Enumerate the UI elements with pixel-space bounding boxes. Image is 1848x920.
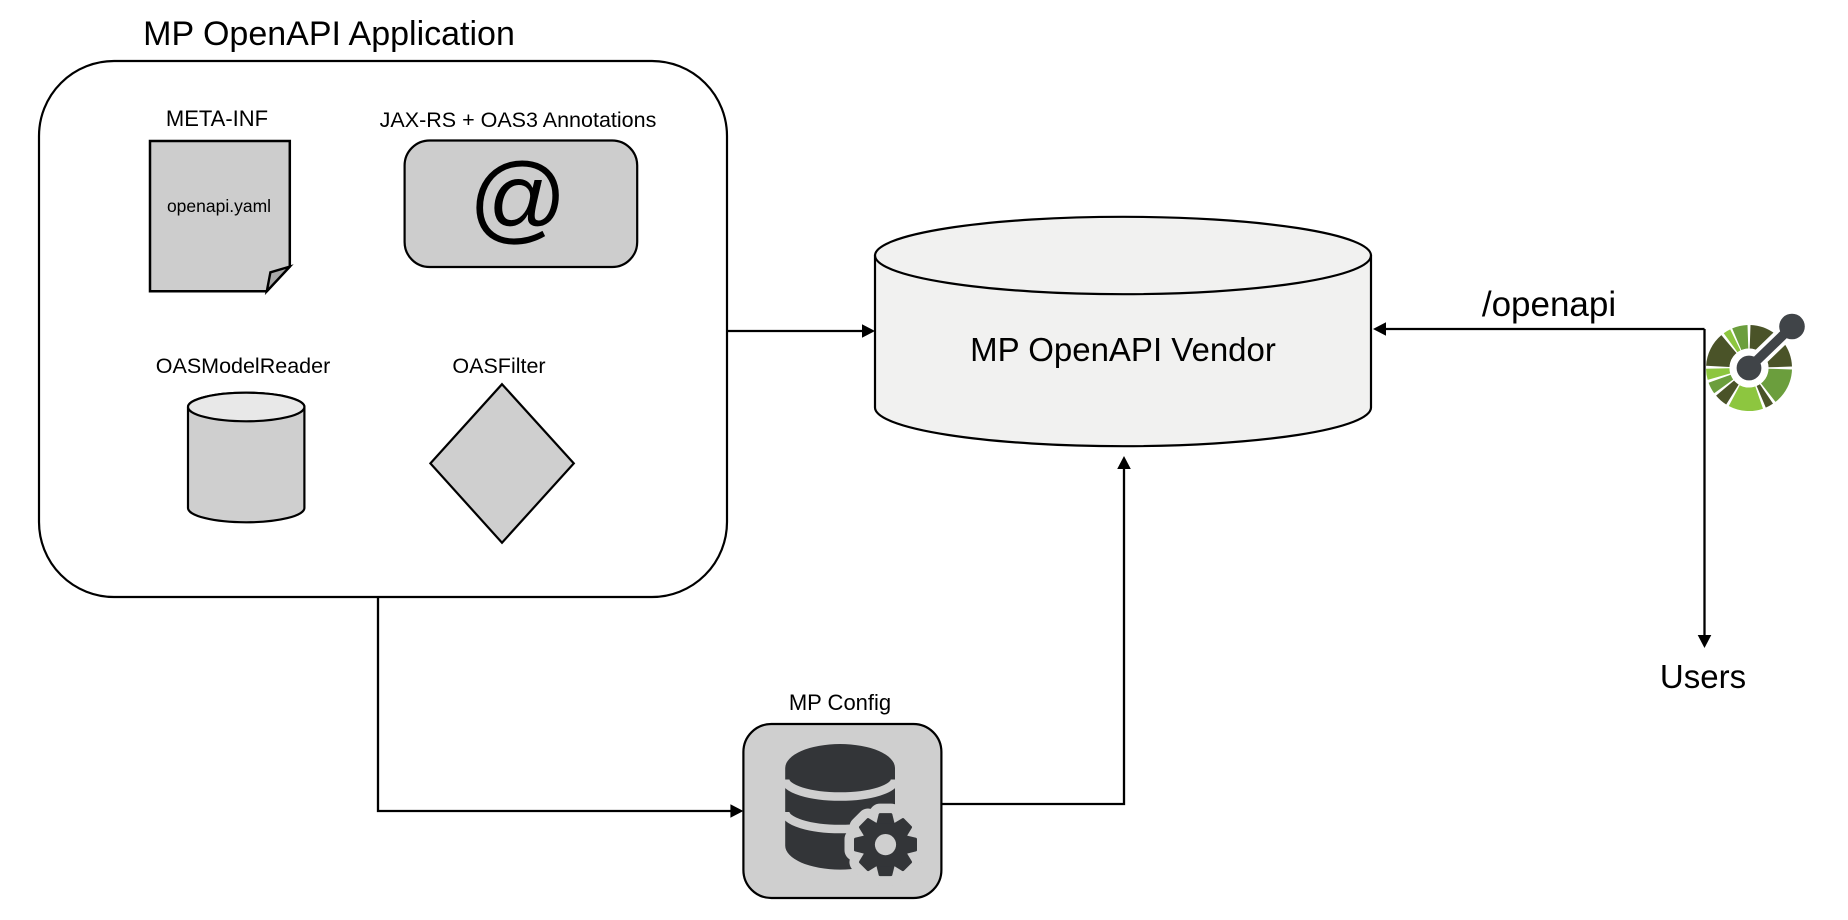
svg-text:OASModelReader: OASModelReader bbox=[156, 354, 330, 378]
svg-text:/openapi: /openapi bbox=[1482, 285, 1616, 324]
svg-text:Users: Users bbox=[1660, 658, 1746, 695]
svg-text:JAX-RS + OAS3 Annotations: JAX-RS + OAS3 Annotations bbox=[380, 108, 657, 132]
svg-text:META-INF: META-INF bbox=[166, 106, 268, 131]
svg-text:openapi.yaml: openapi.yaml bbox=[167, 196, 271, 216]
svg-text:OASFilter: OASFilter bbox=[452, 354, 545, 378]
svg-text:MP OpenAPI Vendor: MP OpenAPI Vendor bbox=[970, 331, 1276, 368]
svg-text:MP Config: MP Config bbox=[789, 690, 891, 715]
svg-text:MP OpenAPI Application: MP OpenAPI Application bbox=[143, 15, 515, 53]
svg-text:@: @ bbox=[469, 143, 567, 252]
